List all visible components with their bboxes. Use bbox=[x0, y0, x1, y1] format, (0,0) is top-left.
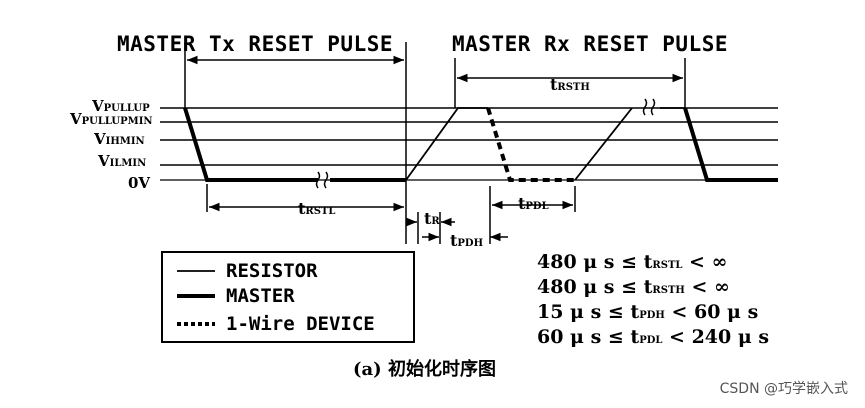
condition-trstl: 480 μ s ≤ tRSTL < ∞ bbox=[537, 251, 727, 273]
break-mark-tx-2 bbox=[323, 171, 329, 189]
level-vpullup: VPULLUP bbox=[91, 97, 150, 115]
trsth-label: tRSTH bbox=[550, 75, 590, 94]
level-vihmin: VIHMIN bbox=[93, 130, 145, 148]
condition-tpdl: 60 μ s ≤ tPDL < 240 μ s bbox=[537, 326, 769, 348]
level-vilmin: VILMIN bbox=[97, 152, 146, 170]
rx-reset-header: MASTER Rx RESET PULSE bbox=[452, 32, 728, 56]
watermark: CSDN @巧学嵌入式 bbox=[720, 381, 848, 397]
tr-label: tR bbox=[424, 209, 440, 228]
break-mark-rx-2 bbox=[650, 98, 656, 116]
trstl-label: tRSTL bbox=[298, 199, 335, 218]
tpdl-label: tPDL bbox=[518, 194, 549, 213]
level-0v: 0V bbox=[128, 174, 150, 192]
legend-box bbox=[161, 251, 415, 343]
tx-reset-header: MASTER Tx RESET PULSE bbox=[117, 32, 393, 56]
condition-tpdh: 15 μ s ≤ tPDH < 60 μ s bbox=[537, 301, 758, 323]
figure-caption: (a) 初始化时序图 bbox=[353, 358, 496, 380]
legend-resistor-label: RESISTOR bbox=[226, 260, 318, 282]
condition-trsth: 480 μ s ≤ tRSTH < ∞ bbox=[537, 276, 730, 298]
tpdh-label: tPDH bbox=[450, 231, 483, 250]
resistor-rise-2 bbox=[574, 107, 633, 181]
device-presence-pulse bbox=[486, 107, 575, 182]
master-rx-pulse bbox=[683, 107, 778, 182]
legend-master-label: MASTER bbox=[226, 285, 295, 307]
resistor-rise-1 bbox=[405, 107, 488, 181]
break-mark-rx-1 bbox=[642, 98, 648, 116]
break-mark-tx-1 bbox=[315, 171, 321, 189]
legend-device-label: 1-Wire DEVICE bbox=[226, 313, 375, 335]
master-tx-pulse bbox=[183, 107, 318, 182]
level-vpullupmin: VPULLUPMIN bbox=[69, 110, 153, 128]
